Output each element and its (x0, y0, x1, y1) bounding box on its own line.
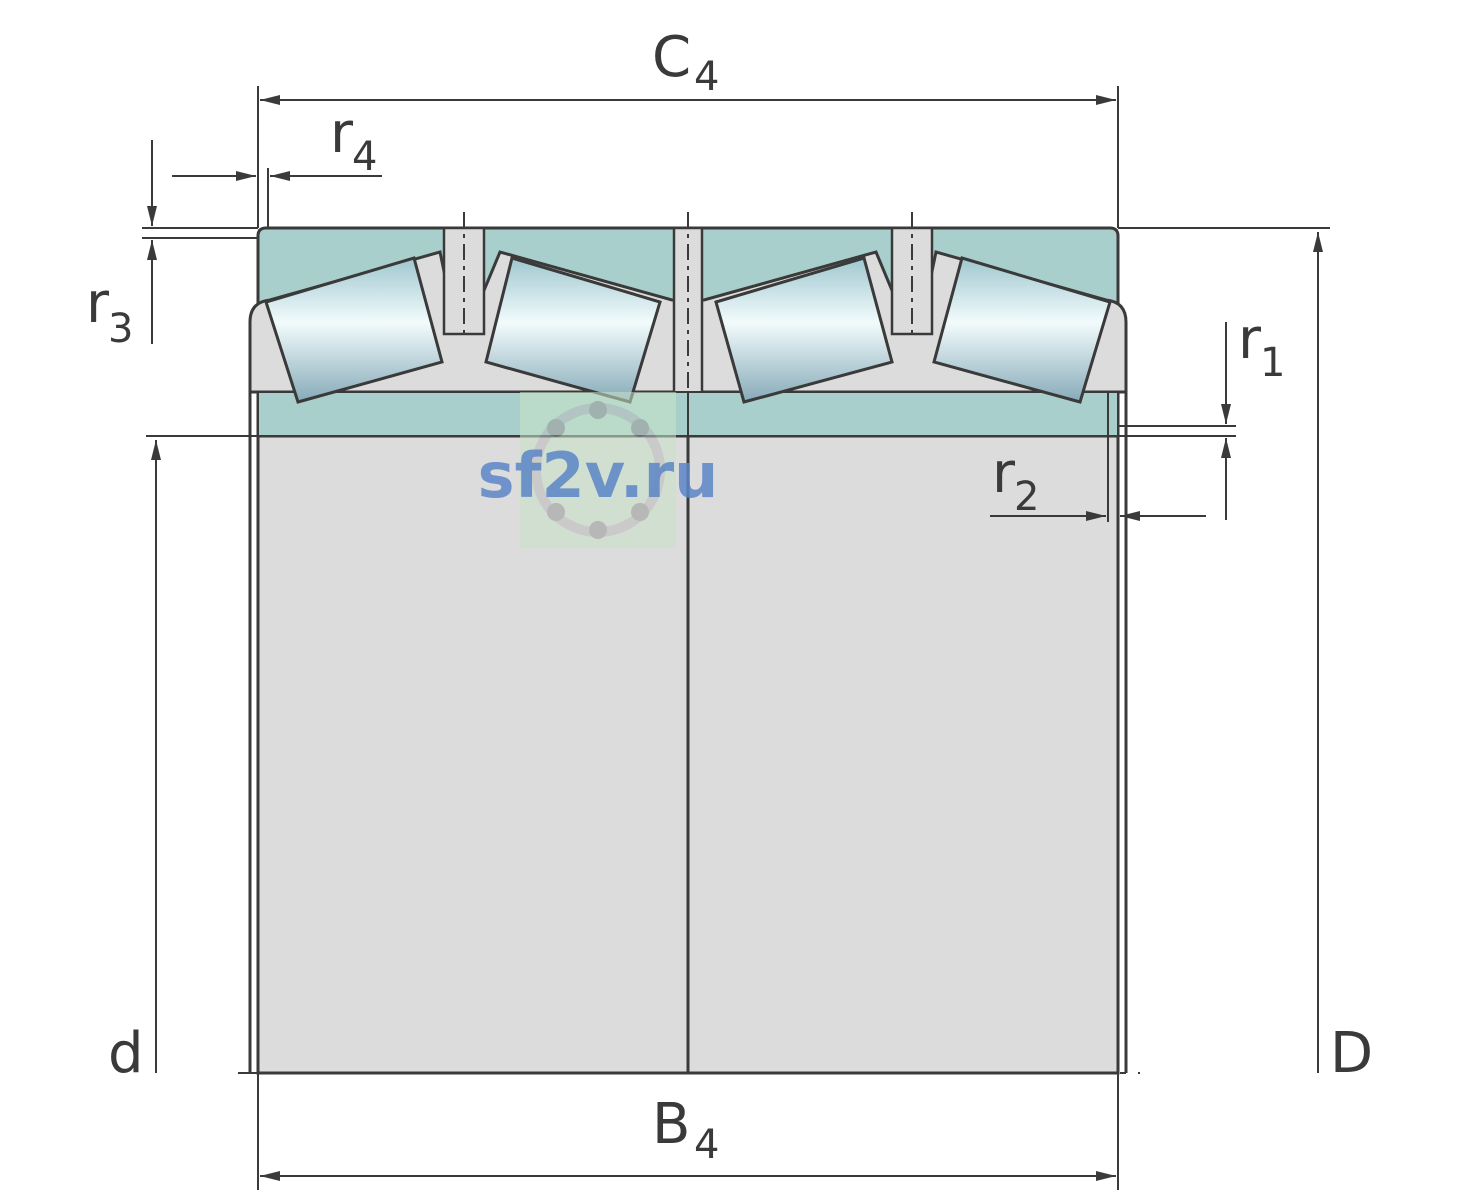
d-label: d (108, 1021, 144, 1086)
b4-subscript: 4 (694, 1122, 719, 1168)
watermark-ball-icon (547, 503, 565, 521)
watermark-ball-icon (547, 419, 565, 437)
r4-subscript: 4 (352, 134, 377, 180)
watermark-ball-icon (631, 503, 649, 521)
r1-subscript: 1 (1260, 340, 1285, 386)
dim-r3: r 3 (86, 140, 258, 352)
c4-label: C (652, 25, 691, 90)
inner-ring-right (686, 434, 1120, 1075)
r2-subscript: 2 (1014, 474, 1039, 520)
r3-label: r (86, 271, 110, 336)
r3-subscript: 3 (108, 306, 133, 352)
r4-label: r (330, 101, 354, 166)
dim-r2: r 2 (990, 392, 1206, 522)
dim-r1: r 1 (1118, 307, 1285, 520)
dim-b4: B 4 (257, 1073, 1119, 1190)
roller-1 (264, 256, 444, 404)
c4-subscript: 4 (694, 54, 719, 100)
ledge-right (687, 391, 1119, 437)
r1-label: r (1238, 307, 1262, 372)
dim-c4: C 4 (257, 25, 1119, 228)
b4-label: B (652, 1092, 690, 1157)
roller-3 (714, 256, 894, 404)
big-d-label: D (1330, 1021, 1373, 1086)
dim-d: d (108, 435, 258, 1086)
watermark-ball-icon (631, 419, 649, 437)
dim-r4: r 4 (172, 101, 382, 228)
watermark-ball-icon (589, 521, 607, 539)
watermark-text: sf2v.ru (478, 439, 719, 512)
r2-label: r (992, 441, 1016, 506)
roller-4 (932, 256, 1112, 404)
watermark-ball-icon (589, 401, 607, 419)
dim-big-d: D (1118, 227, 1373, 1086)
watermark (520, 392, 676, 548)
